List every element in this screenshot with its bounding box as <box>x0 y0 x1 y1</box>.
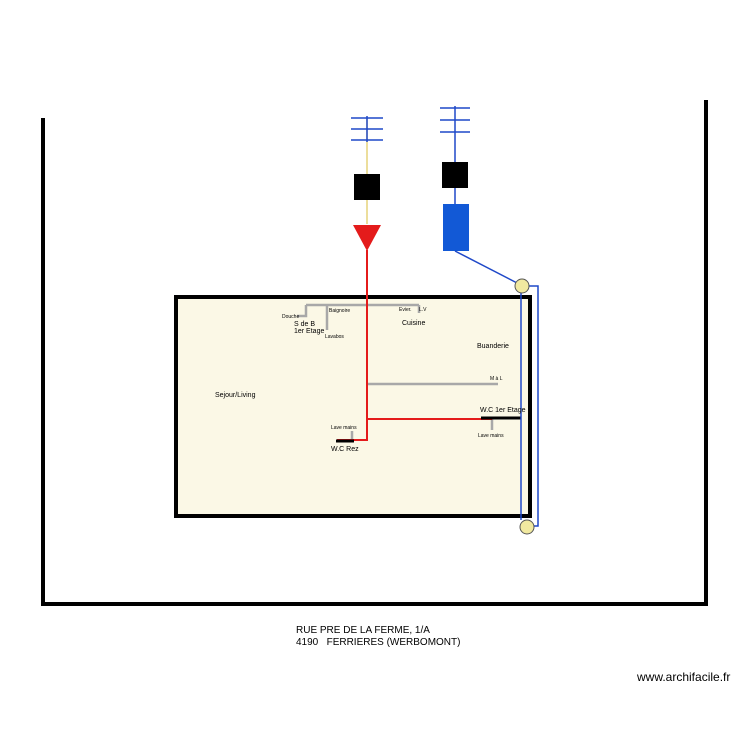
fixture-lave-mains-rez: Lave mains <box>331 425 357 431</box>
red-triangle-icon <box>353 225 381 251</box>
fixture-douche: Douche <box>282 314 299 320</box>
fixture-lave-mains-etage: Lave mains <box>478 433 504 439</box>
grey-pipes <box>297 303 498 440</box>
room-label-sdb-floor: 1er Etage <box>294 328 324 335</box>
room-label-wc-etage: W.C 1er Etage <box>480 407 526 414</box>
fixture-evier: Evier. <box>399 307 412 313</box>
fixture-mal: M à L <box>490 376 503 382</box>
room-label-sdb: S de B <box>294 321 315 328</box>
room-label-sejour: Sejour/Living <box>215 392 256 399</box>
site-outline <box>41 100 708 606</box>
watermark-link[interactable]: www.archifacile.fr <box>637 670 731 684</box>
junction-bottom-circle <box>519 519 535 535</box>
antenna-left-icon <box>351 116 383 142</box>
antenna-right-icon <box>440 106 470 162</box>
address-line-1: RUE PRE DE LA FERME, 1/A <box>296 625 430 636</box>
address-block: RUE PRE DE LA FERME, 1/A 4190 FERRIERES … <box>296 625 460 649</box>
room-label-cuisine: Cuisine <box>402 320 425 327</box>
room-label-wc-rez: W.C Rez <box>331 446 359 453</box>
junction-top-circle <box>514 278 530 294</box>
fixture-lavabos: Lavabos <box>325 334 344 340</box>
address-line-2: 4190 FERRIERES (WERBOMONT) <box>296 637 461 648</box>
fixture-baignoire: Baignoire <box>329 308 350 314</box>
house-outline <box>174 295 532 518</box>
meter-right-box <box>442 162 468 188</box>
fixture-lv: L.V <box>419 307 427 313</box>
room-label-buanderie: Buanderie <box>477 343 509 350</box>
meter-left-box <box>354 174 380 200</box>
blue-tank <box>443 204 469 251</box>
